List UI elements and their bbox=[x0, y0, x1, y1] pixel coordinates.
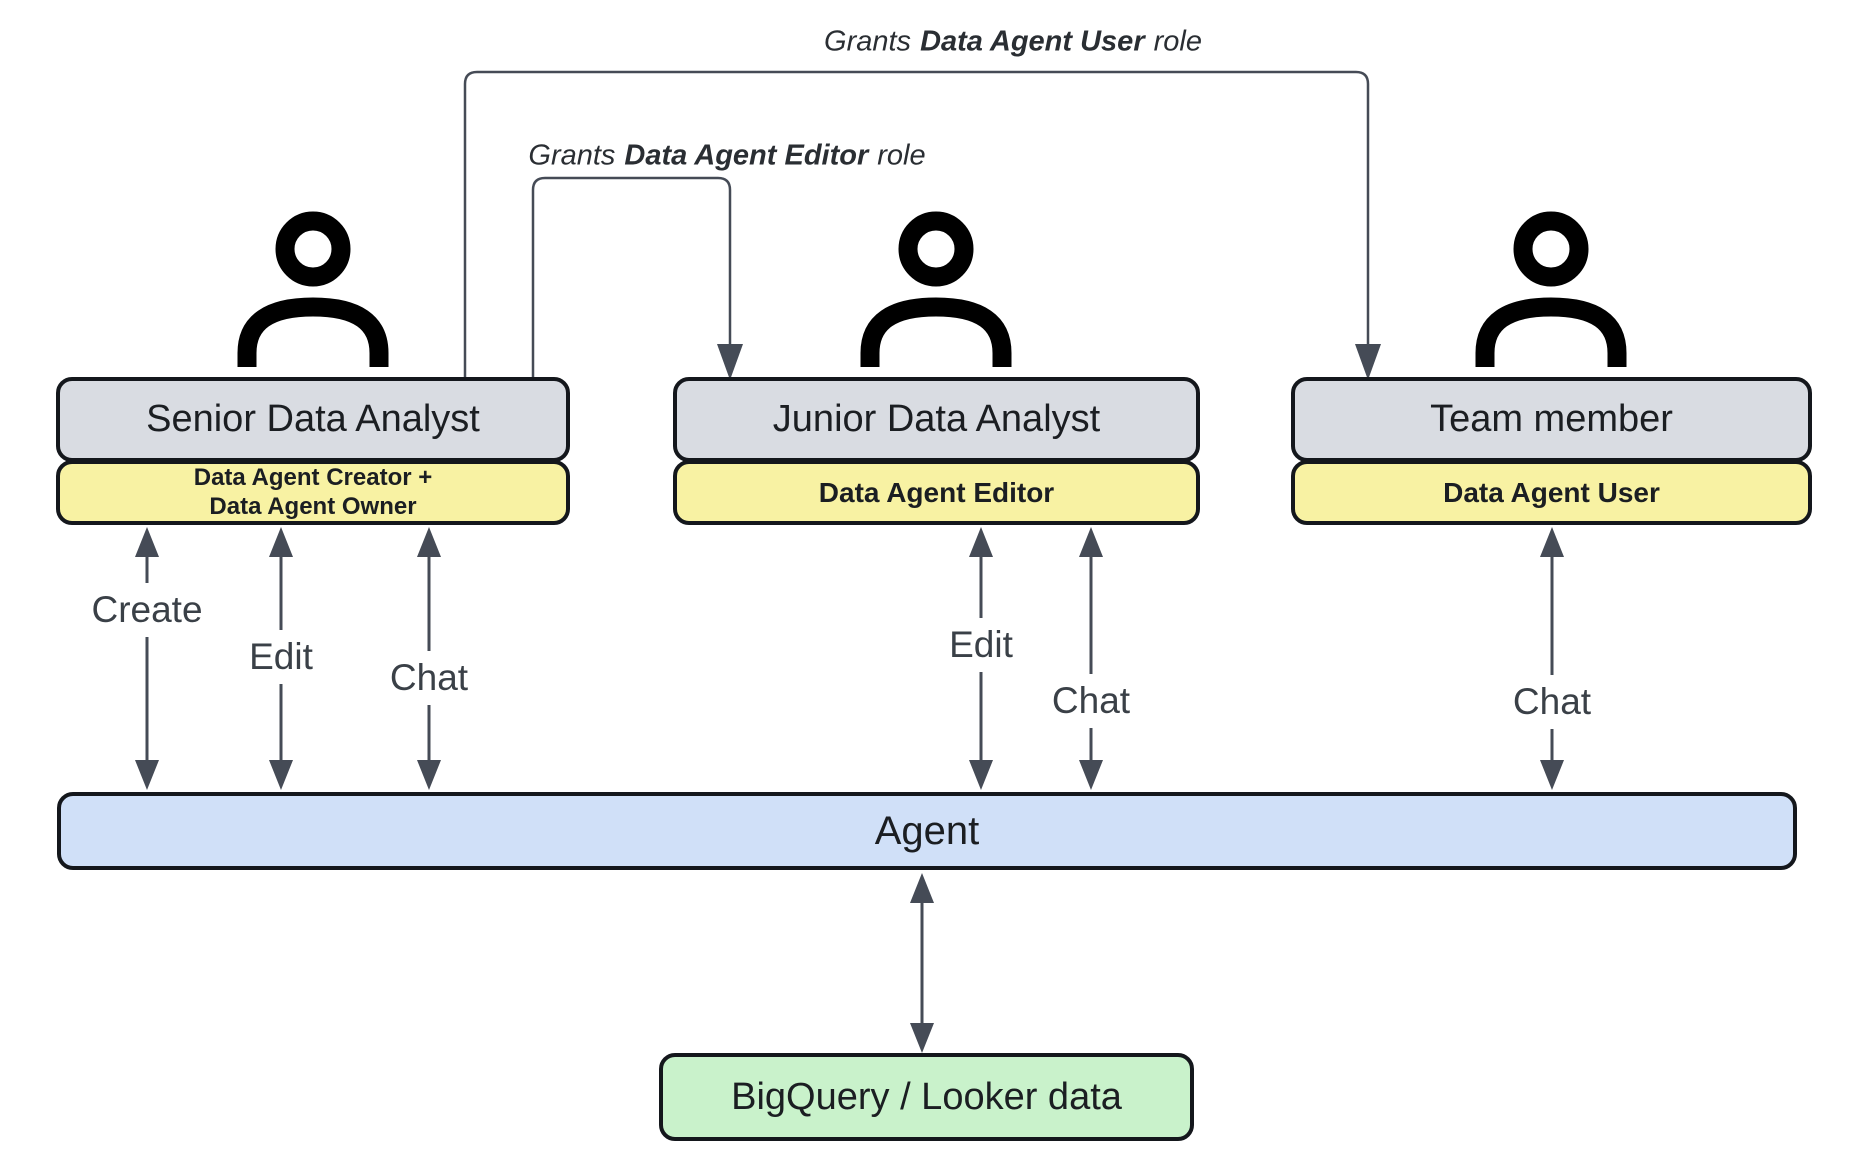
role-box-senior: Data Agent Creator + Data Agent Owner bbox=[56, 460, 570, 525]
agent-bar: Agent bbox=[57, 792, 1797, 870]
grant-user-pre: Grants bbox=[824, 25, 912, 58]
arrowhead-down bbox=[1540, 760, 1564, 790]
role-box-junior: Data Agent Editor bbox=[673, 460, 1200, 525]
grant-user-post: role bbox=[1153, 25, 1202, 58]
actor-title-team-member: Team member bbox=[1430, 398, 1673, 440]
action-label-chat: Chat bbox=[1043, 674, 1139, 728]
actor-title-junior: Junior Data Analyst bbox=[772, 398, 1101, 440]
role-label-team-member: Data Agent User bbox=[1443, 476, 1660, 508]
role-label-junior: Data Agent Editor bbox=[818, 476, 1055, 508]
arrow-line bbox=[1550, 535, 1554, 782]
actor-title-senior: Senior Data Analyst bbox=[146, 398, 480, 440]
arrow-team-chat: Chat bbox=[1504, 527, 1600, 790]
action-label-chat: Chat bbox=[1504, 675, 1600, 729]
actor-box-senior: Senior Data Analyst bbox=[56, 377, 570, 462]
datastore-label: BigQuery / Looker data bbox=[731, 1075, 1122, 1118]
arrowhead-down bbox=[1079, 760, 1103, 790]
arrow-line bbox=[920, 881, 924, 1045]
action-label-edit: Edit bbox=[241, 630, 321, 684]
role-label-senior: Data Agent Creator + Data Agent Owner bbox=[193, 464, 433, 520]
grant-editor-label: Grants Data Agent Editor role bbox=[524, 139, 930, 173]
actor-box-team-member: Team member bbox=[1291, 377, 1812, 462]
grant-user-role: Data Agent User bbox=[920, 25, 1145, 58]
person-icon-senior bbox=[237, 211, 389, 367]
person-icon-junior bbox=[860, 211, 1012, 367]
person-icon-team-member bbox=[1475, 211, 1627, 367]
arrow-senior-edit: Edit bbox=[241, 527, 321, 790]
action-label-create: Create bbox=[83, 583, 211, 637]
role-box-team-member: Data Agent User bbox=[1291, 460, 1812, 525]
grant-editor-pre: Grants bbox=[528, 139, 616, 172]
grant-user-arrowhead bbox=[1355, 344, 1381, 380]
arrowhead-down bbox=[969, 760, 993, 790]
arrow-line bbox=[1089, 535, 1093, 782]
grant-editor-role: Data Agent Editor bbox=[624, 139, 869, 172]
datastore-box: BigQuery / Looker data bbox=[659, 1053, 1194, 1141]
arrow-senior-chat: Chat bbox=[381, 527, 477, 790]
grant-editor-arrowhead bbox=[717, 344, 743, 380]
arrow-line bbox=[145, 535, 149, 782]
agent-label: Agent bbox=[874, 808, 980, 853]
grant-editor-path bbox=[531, 176, 732, 379]
action-label-edit: Edit bbox=[941, 618, 1021, 672]
arrowhead-down bbox=[135, 760, 159, 790]
grant-user-label: Grants Data Agent User role bbox=[820, 25, 1206, 59]
arrow-junior-edit: Edit bbox=[941, 527, 1021, 790]
arrowhead-down bbox=[269, 760, 293, 790]
actor-box-junior: Junior Data Analyst bbox=[673, 377, 1200, 462]
action-label-chat: Chat bbox=[381, 651, 477, 705]
arrow-agent-datastore bbox=[907, 873, 937, 1053]
arrow-senior-create: Create bbox=[83, 527, 211, 790]
arrowhead-down bbox=[910, 1023, 934, 1053]
arrowhead-down bbox=[417, 760, 441, 790]
grant-editor-post: role bbox=[877, 139, 926, 172]
arrow-junior-chat: Chat bbox=[1043, 527, 1139, 790]
